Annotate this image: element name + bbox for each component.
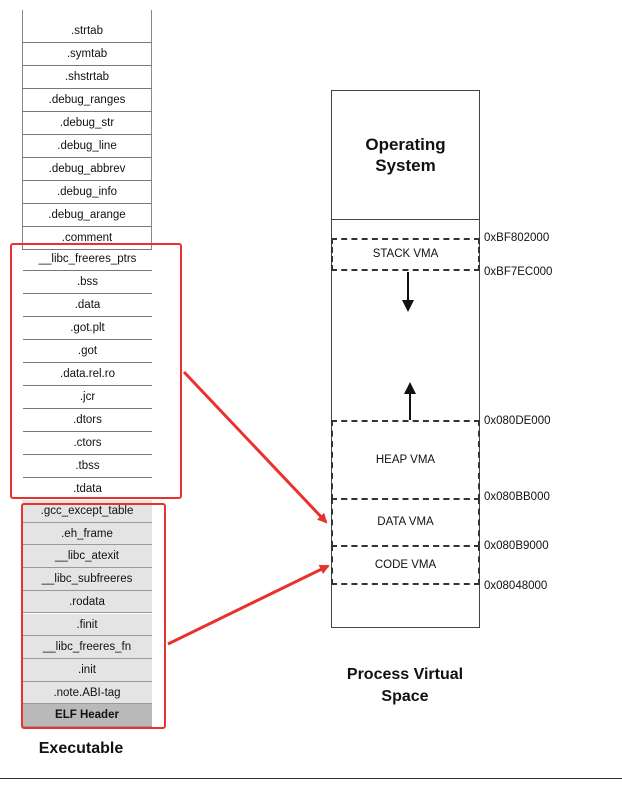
kernel-boundary-line [331,219,480,220]
section-libc-freeres-fn: __libc_freeres_fn [22,636,152,659]
process-space-label-line-1: Process Virtual [346,666,464,683]
process-space-right-edge [479,90,480,628]
address-label: 0x08048000 [484,580,548,592]
executable-left-edge [22,10,23,250]
section-comment: .comment [22,227,152,250]
section-data: .data [23,294,152,317]
section-rodata: .rodata [22,590,152,614]
section-elf-header: ELF Header [22,704,152,727]
address-label: 0x080B9000 [484,540,549,552]
section-dtors: .dtors [23,409,152,432]
address-label: 0x080BB000 [484,491,550,503]
section-debug-str: .debug_str [22,112,152,135]
section-init: .init [22,658,152,682]
section-libc-freeres-ptrs: __libc_freeres_ptrs [23,248,152,271]
process-space-label-line-2: Space [381,688,429,705]
executable-right-edge [151,10,152,250]
section-data-rel-ro: .data.rel.ro [23,363,152,386]
section-tbss: .tbss [23,455,152,478]
section-ctors: .ctors [23,432,152,455]
section-got-plt: .got.plt [23,317,152,340]
section-note-abi-tag: .note.ABI-tag [22,681,152,705]
section-debug-info: .debug_info [22,181,152,204]
figure-bottom-rule [0,778,622,779]
stack-vma-label: STACK VMA [372,248,439,260]
heap-vma-label: HEAP VMA [375,454,436,466]
section-finit: .finit [22,613,152,637]
process-space-top-edge [331,90,480,91]
section-jcr: .jcr [23,386,152,409]
section-libc-subfreeres: __libc_subfreeres [22,568,152,591]
process-space-label: Process Virtual Space [310,664,500,708]
address-label: 0xBF802000 [484,232,550,244]
section-debug-line: .debug_line [22,135,152,158]
operating-system-line-1: Operating [365,135,446,154]
section-debug-ranges: .debug_ranges [22,89,152,112]
address-label: 0x080DE000 [484,415,551,427]
stack-growth-arrow [402,272,414,312]
address-label: 0xBF7EC000 [484,266,553,278]
section-libc-atexit: __libc_atexit [22,545,152,569]
data-vma-label: DATA VMA [377,516,434,528]
section-symtab: .symtab [22,43,152,66]
operating-system-label: Operating System [331,134,480,176]
process-space-bottom-edge [331,627,480,628]
section-gcc-except-table: .gcc_except_table [22,500,152,523]
code-sections-highlight [21,503,166,729]
stack-vma-box: STACK VMA [331,238,480,271]
section-shstrtab: .shstrtab [22,66,152,89]
section-got: .got [23,340,152,363]
code-mapping-arrow [167,564,330,646]
operating-system-line-2: System [375,156,436,175]
section-debug-arange: .debug_arange [22,204,152,227]
code-vma-box: CODE VMA [331,545,480,585]
data-mapping-arrow [182,370,328,524]
code-vma-label: CODE VMA [374,559,437,571]
process-space-left-edge [331,90,332,628]
data-sections-highlight [10,243,182,499]
section-bss: .bss [23,271,152,294]
executable-label: Executable [38,740,124,757]
heap-growth-arrow [404,382,416,420]
section-eh-frame: .eh_frame [22,522,152,546]
section-strtab: .strtab [22,20,152,43]
section-debug-abbrev: .debug_abbrev [22,158,152,181]
